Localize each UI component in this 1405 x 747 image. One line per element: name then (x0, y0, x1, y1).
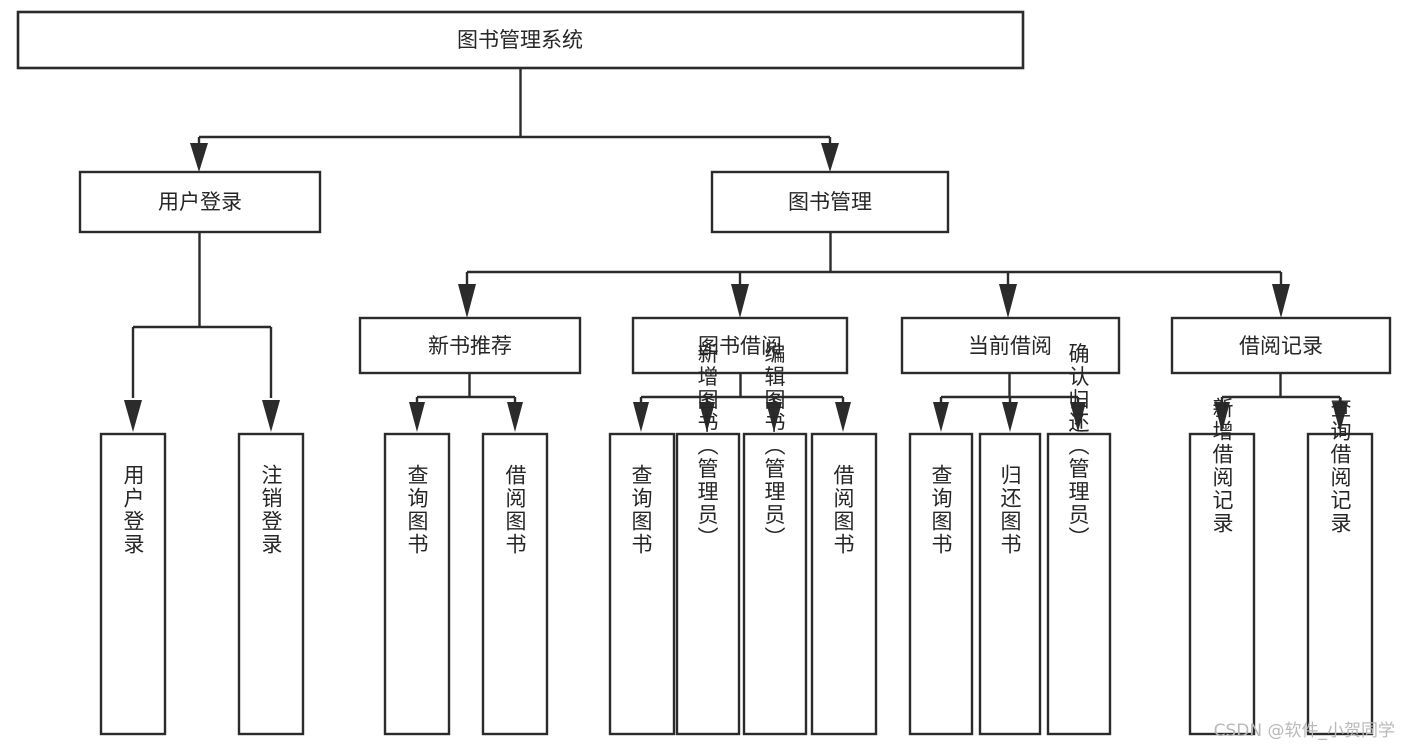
connector-root-to-level1 (190, 68, 839, 172)
connector-borrowrecords-to-leaves (1214, 373, 1348, 432)
node-root[interactable]: 图书管理系统 (16, 10, 1025, 70)
node-new-book-recommend-label: 新书推荐 (428, 334, 512, 358)
node-current-borrow[interactable]: 当前借阅 (900, 316, 1121, 375)
node-borrow-records[interactable]: 借阅记录 (1170, 316, 1392, 375)
leaf-bookborrow-edit[interactable]: 编辑图书（管理员） (742, 343, 808, 736)
leaf-newbook-borrow[interactable]: 借阅图书 (481, 432, 549, 736)
leaf-borrowrecords-add-label: 新增借阅记录 (1210, 397, 1234, 535)
leaf-bookborrow-borrow[interactable]: 借阅图书 (810, 432, 878, 736)
leaf-bookborrow-query[interactable]: 查询图书 (608, 432, 676, 736)
leaf-borrowrecords-add[interactable]: 新增借阅记录 (1188, 397, 1256, 736)
leaf-user-login-login-label: 用户登录 (121, 464, 145, 556)
node-user-login-label: 用户登录 (158, 190, 242, 214)
leaf-user-login-logout[interactable]: 注销登录 (237, 432, 305, 736)
node-user-login[interactable]: 用户登录 (78, 170, 322, 234)
leaf-newbook-borrow-label: 借阅图书 (503, 464, 527, 556)
node-root-label: 图书管理系统 (457, 28, 583, 52)
node-borrow-records-label: 借阅记录 (1239, 334, 1323, 358)
node-new-book-recommend[interactable]: 新书推荐 (358, 316, 582, 375)
connector-bookmgmt-to-level2 (458, 232, 1290, 318)
connector-currentborrow-to-leaves (933, 373, 1086, 432)
leaf-bookborrow-query-label: 查询图书 (629, 464, 653, 556)
connector-bookborrow-to-leaves (633, 373, 851, 432)
leaf-currentborrow-confirm-label: 确认归还（管理员） (1066, 343, 1090, 550)
leaf-currentborrow-query[interactable]: 查询图书 (908, 432, 974, 736)
node-book-borrow[interactable]: 图书借阅 (631, 316, 849, 375)
node-book-borrow-label: 图书借阅 (698, 334, 782, 358)
leaf-currentborrow-query-label: 查询图书 (929, 464, 953, 556)
leaf-bookborrow-borrow-label: 借阅图书 (831, 464, 855, 556)
node-book-management[interactable]: 图书管理 (710, 170, 950, 234)
csdn-watermark: CSDN @软件_小贺同学 (1213, 721, 1395, 741)
leaf-newbook-query[interactable]: 查询图书 (383, 432, 451, 736)
leaf-borrowrecords-query-label: 查询借阅记录 (1328, 397, 1352, 535)
node-book-management-label: 图书管理 (788, 190, 872, 214)
leaf-bookborrow-edit-label: 编辑图书（管理员） (762, 343, 786, 550)
node-current-borrow-label: 当前借阅 (968, 334, 1052, 358)
leaf-user-login-logout-label: 注销登录 (259, 464, 283, 556)
leaf-bookborrow-add[interactable]: 新增图书（管理员） (675, 343, 741, 736)
connector-userlogin-to-leaves (124, 232, 280, 432)
leaf-borrowrecords-query[interactable]: 查询借阅记录 (1306, 397, 1374, 736)
leaf-bookborrow-add-label: 新增图书（管理员） (695, 343, 719, 550)
leaf-user-login-login[interactable]: 用户登录 (99, 432, 167, 736)
leaf-currentborrow-return-label: 归还图书 (998, 464, 1022, 556)
leaf-currentborrow-return[interactable]: 归还图书 (978, 432, 1042, 736)
connector-newbook-to-leaves (409, 373, 523, 432)
leaf-currentborrow-confirm[interactable]: 确认归还（管理员） (1046, 343, 1112, 736)
leaf-newbook-query-label: 查询图书 (405, 464, 429, 556)
